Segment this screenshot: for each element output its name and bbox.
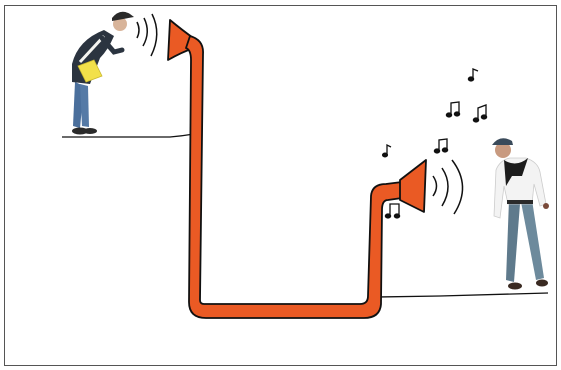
music-note-icon [446,102,459,117]
speaking-person-icon [72,12,134,135]
right-sound-waves-icon [433,160,463,214]
pipe-body [186,36,402,318]
music-note-icon [473,105,486,122]
music-note-icon [385,204,399,218]
right-ground-line [378,293,548,297]
music-note-icon [434,139,447,153]
right-horn [400,160,426,212]
left-sound-waves-icon [137,14,157,56]
listening-person-icon [492,138,549,289]
left-ground-line [62,134,194,137]
music-note-icon [383,145,391,157]
music-note-icon [468,69,478,81]
speaking-tube [168,20,426,318]
